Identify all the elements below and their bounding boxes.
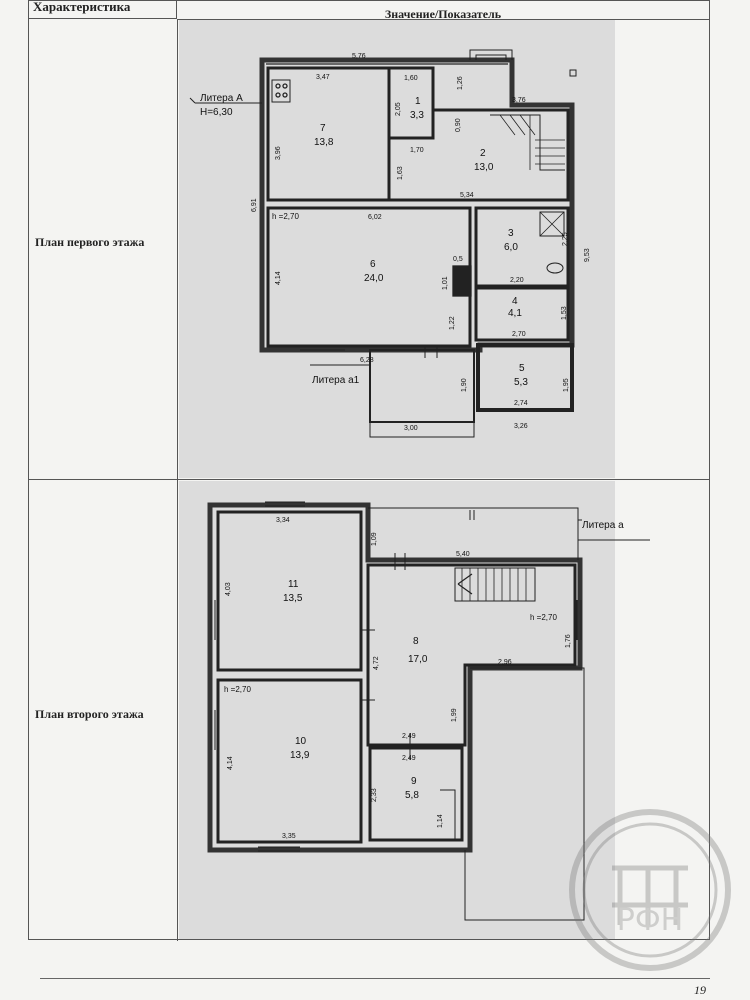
room-7-num: 7: [320, 123, 326, 134]
dim-534: 5,34: [460, 192, 474, 199]
floor1-litera-a: Литера А: [200, 93, 243, 104]
dim-170: 1,70: [410, 147, 424, 154]
floor1-texts: Литера А Н=6,30 Литера а1 h =2,70 7 13,8…: [200, 53, 591, 432]
dim2-114: 1,14: [437, 814, 444, 828]
watermark-logo: РФН: [569, 809, 731, 971]
room-2-area: 13,0: [474, 162, 494, 173]
floor2-ceiling-right: h =2,70: [530, 613, 557, 622]
dim2-334: 3,34: [276, 517, 290, 524]
room-6-area: 24,0: [364, 273, 384, 284]
room-3-area: 6,0: [504, 242, 518, 253]
floor2-plan: [207, 501, 650, 921]
dim-163: 1,63: [397, 166, 404, 180]
dim2-249a: 2,49: [402, 733, 416, 740]
dim-953: 9,53: [584, 248, 591, 262]
dim2-249b: 2,49: [402, 755, 416, 762]
dim-274: 2,74: [514, 400, 528, 407]
dim-153: 1,53: [561, 306, 568, 320]
page-number: 19: [694, 983, 706, 997]
row-divider: [29, 479, 709, 480]
characteristics-table: Характеристика Значение/Показатель План …: [28, 0, 710, 941]
dim-122: 1,22: [449, 316, 456, 330]
dim-225: 2,25: [562, 232, 569, 246]
dim-602: 6,02: [368, 214, 382, 221]
room-8-num: 8: [413, 636, 419, 647]
dim2-109: 1,09: [371, 532, 378, 546]
room-9-num: 9: [411, 776, 417, 787]
room-5-num: 5: [519, 363, 525, 374]
room-9-area: 5,8: [405, 790, 419, 801]
room-6-num: 6: [370, 259, 376, 270]
dim2-540: 5,40: [456, 551, 470, 558]
dim-300: 3,00: [404, 425, 418, 432]
dim-101: 1,01: [442, 276, 449, 290]
dim2-233: 2,33: [371, 788, 378, 802]
room-3-num: 3: [508, 228, 514, 239]
dim-414: 4,14: [275, 271, 282, 285]
dim-376: 3,76: [512, 97, 526, 104]
dim-195: 1,95: [563, 378, 570, 392]
room-11-area: 13,5: [283, 593, 303, 604]
dim-220: 2,20: [510, 277, 524, 284]
room-2-num: 2: [480, 148, 486, 159]
row-label-floor2: План второго этажа: [35, 707, 144, 721]
dim-160: 1,60: [404, 75, 418, 82]
room-4-area: 4,1: [508, 308, 522, 319]
floor2-ceiling-left: h =2,70: [224, 685, 251, 694]
dim2-472: 4,72: [373, 656, 380, 670]
dim2-403: 4,03: [225, 582, 232, 596]
watermark-text: РФН: [617, 903, 683, 938]
room-1-num: 1: [415, 96, 421, 107]
dim-126: 1,26: [457, 76, 464, 90]
room-4-num: 4: [512, 296, 518, 307]
room-7-area: 13,8: [314, 137, 334, 148]
dim2-296: 2,96: [498, 659, 512, 666]
header-characteristic: Характеристика: [29, 1, 177, 19]
room-11-num: 11: [288, 579, 299, 590]
room-10-area: 13,9: [290, 750, 310, 761]
dim-347: 3,47: [316, 74, 330, 81]
floor1-scan-bg: [179, 20, 615, 478]
dim-190: 1,90: [461, 378, 468, 392]
dim2-176: 1,76: [565, 634, 572, 648]
dim-576: 5,76: [352, 53, 366, 60]
room-8-area: 17,0: [408, 654, 428, 665]
room-10-num: 10: [295, 736, 307, 747]
dim2-414: 4,14: [227, 756, 234, 770]
floor2-texts: Литера а h =2,70 h =2,70 11 13,5 8 17,0 …: [224, 517, 624, 840]
column-divider: [177, 19, 178, 941]
header-value: Значение/Показатель: [177, 1, 709, 21]
room-5-area: 5,3: [514, 377, 528, 388]
room-1-area: 3,3: [410, 110, 424, 121]
dim-396: 3,96: [275, 146, 282, 160]
floor2-scan-bg: [179, 481, 615, 939]
dim-205: 2,05: [395, 102, 402, 116]
floor1-litera-a1: Литера а1: [312, 375, 360, 386]
footer-line: [40, 978, 710, 979]
dim-628: 6,28: [360, 357, 374, 364]
dim-691: 6,91: [251, 198, 258, 212]
row-label-floor1: План первого этажа: [35, 235, 145, 249]
floor1-plan: [189, 49, 577, 438]
floor2-litera-a: Литера а: [582, 520, 624, 531]
dim-270: 2,70: [512, 331, 526, 338]
dim-05: 0,5: [453, 256, 463, 263]
dim2-335: 3,35: [282, 833, 296, 840]
floor1-ceiling: h =2,70: [272, 212, 299, 221]
dim-090: 0,90: [455, 118, 462, 132]
dim-326: 3,26: [514, 423, 528, 430]
dim2-199: 1,99: [451, 708, 458, 722]
floor1-height: Н=6,30: [200, 107, 233, 118]
